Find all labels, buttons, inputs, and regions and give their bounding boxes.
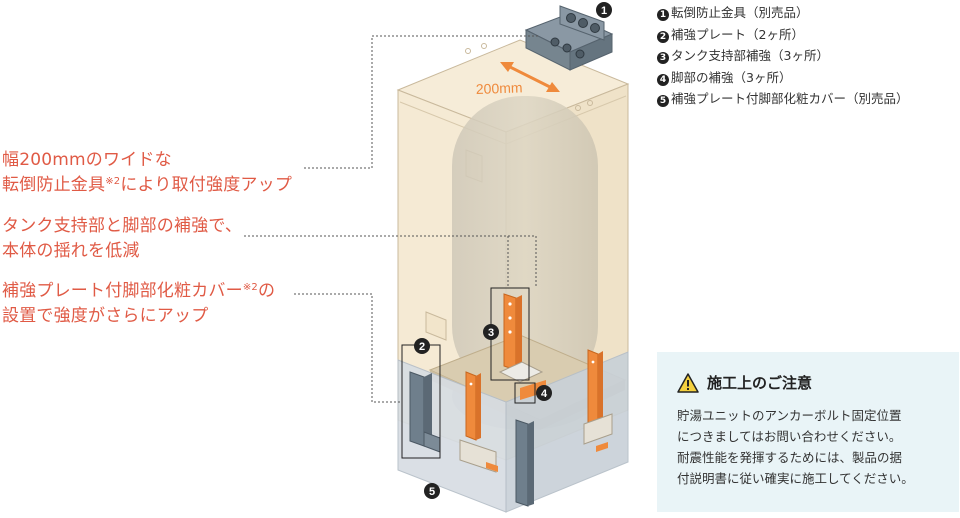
- legend-number-badge: 3: [657, 52, 669, 64]
- svg-text:4: 4: [541, 388, 548, 400]
- svg-text:5: 5: [429, 486, 435, 498]
- dimension-label: 200mm: [476, 79, 523, 97]
- notice-title: 施工上のご注意: [677, 372, 959, 393]
- dimension-arrow: [500, 62, 560, 92]
- callout-leg-cover-line1-pre: 補強プレート付脚部化粧カバー: [2, 281, 243, 301]
- callout-support-reinforcement: タンク支持部と脚部の補強で、 本体の揺れを低減: [2, 214, 242, 264]
- notice-line: につきましてはお問い合わせください。: [677, 429, 902, 444]
- callout-leg-cover-note: ※2: [242, 282, 258, 293]
- svg-text:2: 2: [419, 341, 425, 353]
- callout-anti-tip-line2-pre: 転倒防止金具: [2, 175, 106, 195]
- installation-notice: 施工上のご注意 貯湯ユニットのアンカーボルト固定位置 につきましてはお問い合わせ…: [657, 352, 959, 512]
- callout-anti-tip-line1: 幅200mmのワイドな: [2, 150, 172, 170]
- callout-anti-tip-note: ※2: [105, 176, 121, 187]
- marker-5: 5: [424, 483, 440, 499]
- marker-4: 4: [536, 385, 552, 401]
- marker-1: 1: [596, 2, 612, 18]
- leg-feet: [459, 361, 613, 473]
- notice-line: 貯湯ユニットのアンカーボルト固定位置: [677, 408, 902, 423]
- callout-anti-tip-line2-post: により取付強度アップ: [120, 175, 293, 195]
- callout-leg-cover: 補強プレート付脚部化粧カバー※2の 設置で強度がさらにアップ: [2, 279, 275, 329]
- warning-icon: [677, 372, 699, 393]
- callout-support-line1: タンク支持部と脚部の補強で、: [2, 216, 243, 236]
- legend-label: 脚部の補強（3ヶ所）: [671, 69, 792, 85]
- tank-support-reinforcements: [465, 293, 603, 441]
- callout-leg-cover-line1-post: の: [257, 281, 276, 301]
- leader-lines: [244, 35, 538, 403]
- svg-text:3: 3: [488, 327, 494, 339]
- legend-number-badge: 4: [657, 73, 669, 86]
- anti-tip-bracket: [524, 5, 614, 71]
- legend-label: 補強プレート付脚部化粧カバー（別売品）: [671, 91, 909, 106]
- legend-number-badge: 2: [657, 30, 669, 43]
- notice-line: 耐震性能を発揮するためには、製品の据: [677, 450, 903, 465]
- notice-title-text: 施工上のご注意: [707, 374, 813, 392]
- svg-text:1: 1: [601, 5, 607, 17]
- marker-3: 3: [483, 324, 499, 340]
- legend-number-badge: 5: [657, 95, 669, 107]
- reinforcement-plates: [409, 371, 534, 507]
- callout-support-line2: 本体の揺れを低減: [2, 241, 140, 261]
- marker-2: 2: [414, 338, 430, 354]
- notice-body: 貯湯ユニットのアンカーボルト固定位置 につきましてはお問い合わせください。 耐震…: [677, 405, 959, 489]
- callout-anti-tip: 幅200mmのワイドな 転倒防止金具※2により取付強度アップ: [2, 148, 292, 198]
- legend-label: タンク支持部補強（3ヶ所）: [671, 48, 829, 63]
- callout-leg-cover-line2: 設置で強度がさらにアップ: [2, 306, 209, 326]
- legend-label: 補強プレート（2ヶ所）: [671, 26, 804, 42]
- legend-number-badge: 1: [657, 9, 669, 21]
- legend-label: 転倒防止金具（別売品）: [671, 5, 809, 20]
- notice-line: 付説明書に従い確実に施工してください。: [677, 471, 914, 486]
